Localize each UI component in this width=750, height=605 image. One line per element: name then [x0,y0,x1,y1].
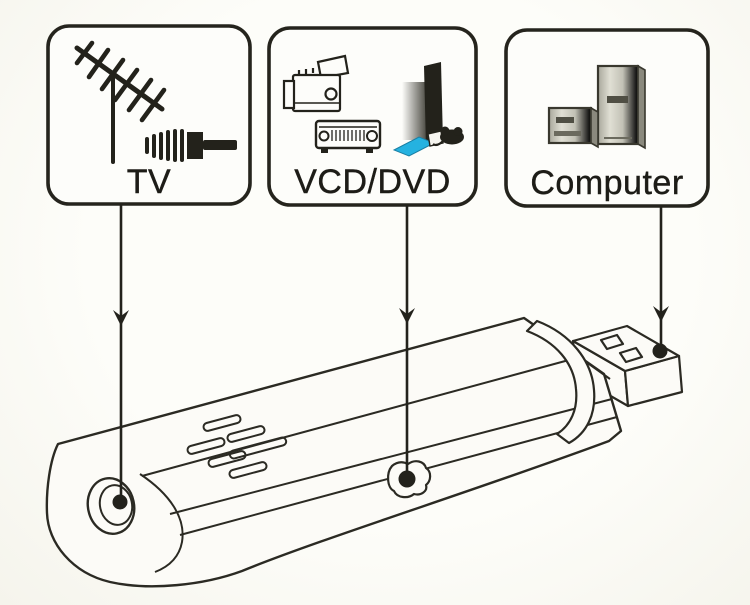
computer-box-label: Computer [530,164,684,202]
usb-plug-collar [525,319,596,445]
tv-box-label: TV [126,163,172,201]
arrow-tv-to-antenna-port [112,204,129,510]
game-controller-icon [432,126,464,147]
usb-stick-body [45,316,623,588]
tv-antenna-icon [74,40,167,164]
usb-plug-dot [652,343,668,359]
usb-plug-holes [599,333,644,364]
arrows [112,204,669,510]
av-jack-dot [398,470,416,488]
antenna-coax-port [86,476,136,536]
camcorder-icon [282,54,350,113]
coax-connector-icon [145,129,237,162]
arrow-computer-to-usb-plug [652,206,669,359]
antenna-port-dot [112,494,128,510]
game-console-icon [392,62,444,157]
dvd-player-icon [314,119,382,153]
vcd-dvd-box-label: VCD/DVD [294,163,451,201]
tv-box [46,24,252,206]
arrow-vcd-to-av-jack [398,205,416,488]
desktop-pc-icon [547,106,599,149]
vent-slots [186,414,288,479]
tower-pc-icon [596,64,646,150]
